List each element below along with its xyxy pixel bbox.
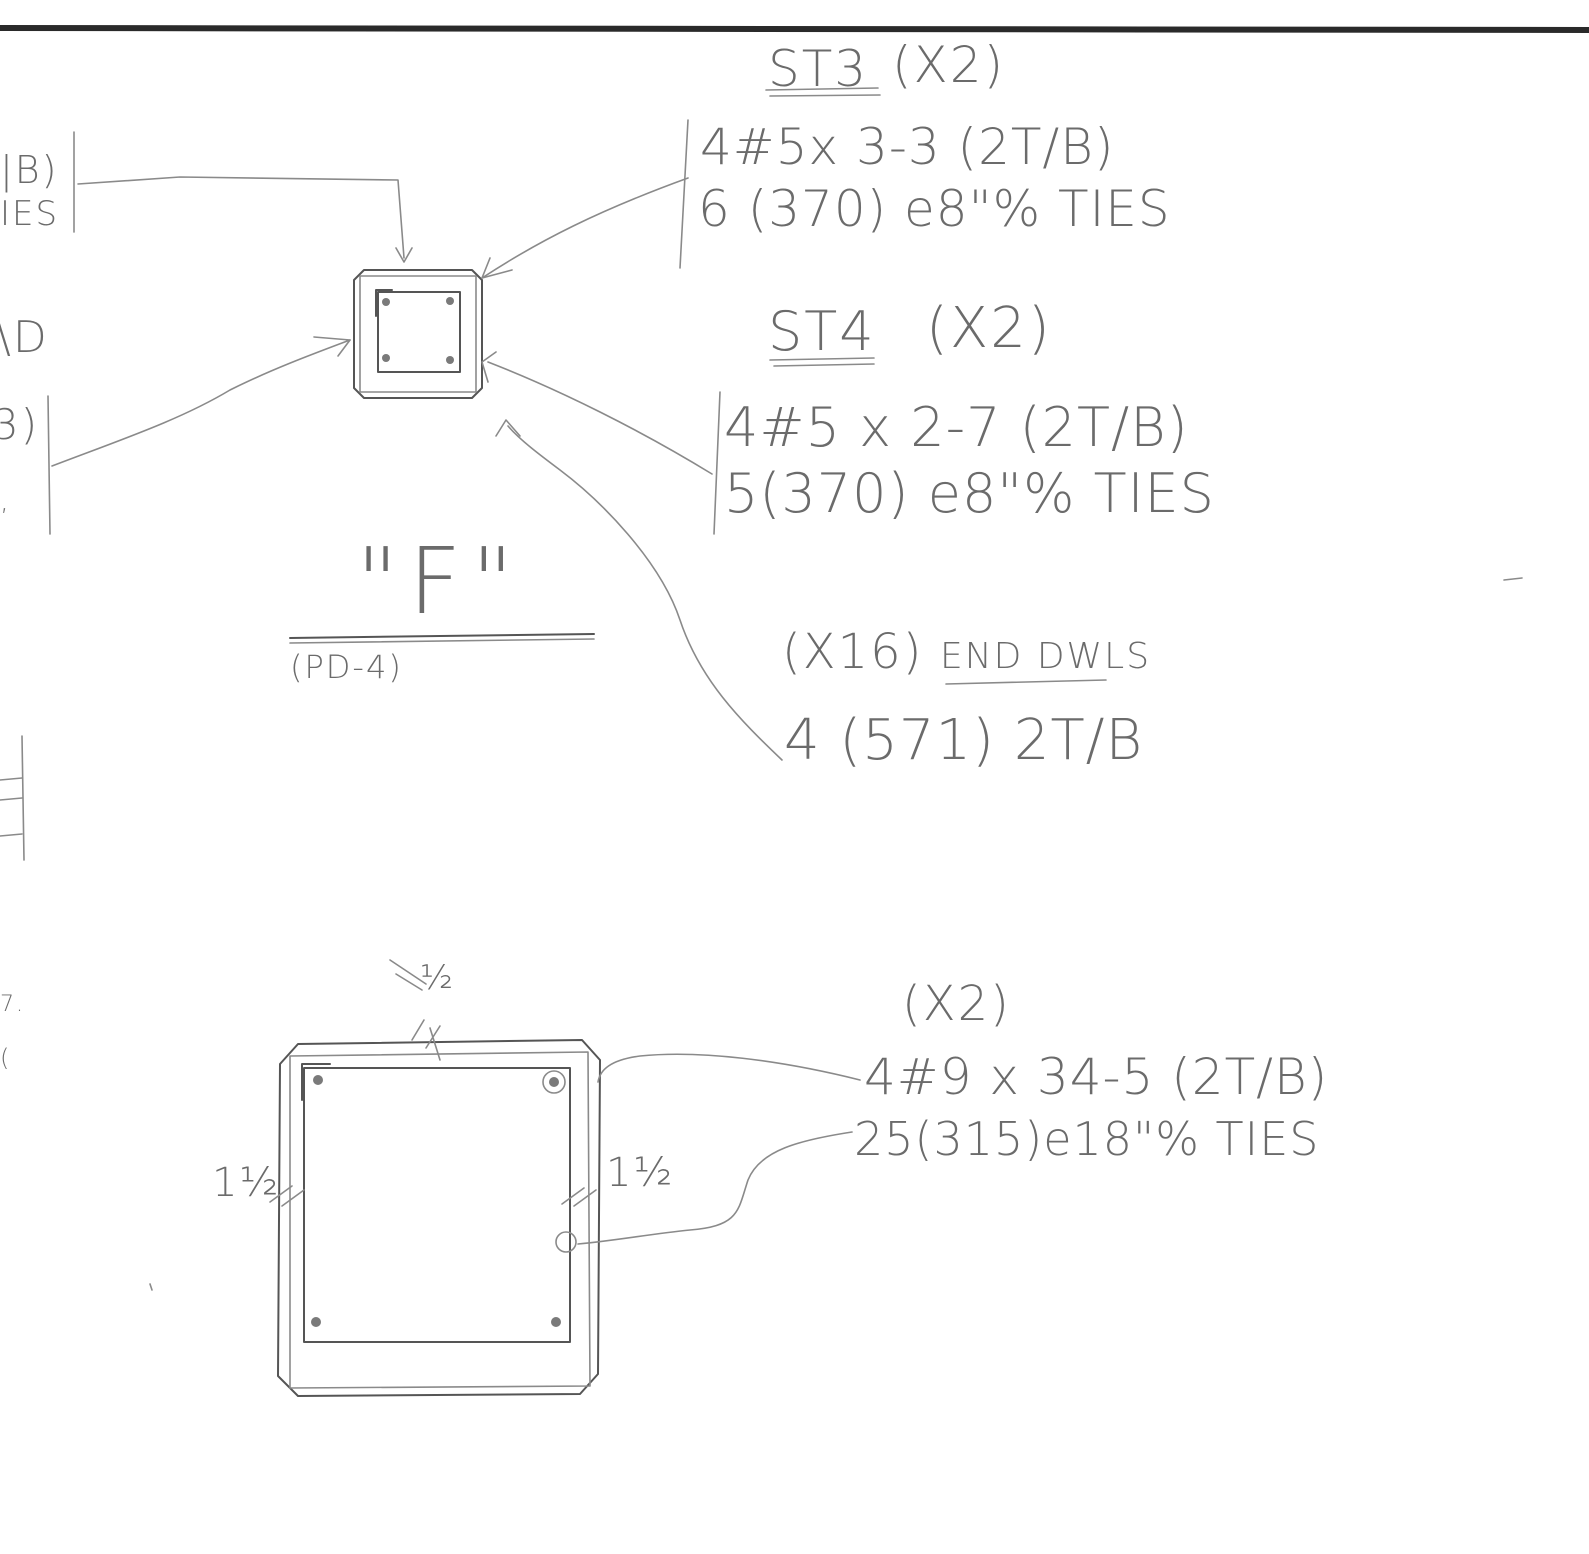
leader-large-line1 (597, 1053, 861, 1083)
st3-label: ST3 (768, 40, 869, 98)
left-fragment-6: 7. (0, 992, 25, 1017)
leader-st4 (487, 361, 713, 475)
sheet-border-top (0, 25, 1589, 33)
dim-top-ticks (411, 1019, 441, 1061)
st4-qty: (X2) (926, 296, 1052, 361)
leader-st4-arrowhead (481, 351, 497, 383)
detail-f-title: "F" (356, 528, 524, 635)
st3-qty: (X2) (892, 36, 1006, 94)
end-dwls-line1: 4 (571) 2T/B (784, 708, 1144, 773)
st3-bracket (679, 119, 689, 269)
detail-f-underline-2 (289, 638, 595, 644)
north-arrow (389, 959, 427, 991)
leader-large-line2 (577, 1131, 853, 1245)
large-section (277, 1039, 601, 1397)
leader-st3-arrowhead (481, 257, 513, 279)
left-bracket-3 (21, 735, 25, 861)
left-fragment-2: IES (0, 194, 60, 234)
stray-mark (149, 1283, 153, 1291)
st3-underline (765, 87, 881, 97)
large-section-line1: 4#9 x 34-5 (2T/B) (864, 1048, 1329, 1106)
small-section (353, 269, 483, 399)
leader-st-left-mid (51, 339, 351, 467)
leader-st-left-top (77, 176, 405, 259)
st3-line1: 4#5x 3-3 (2T/B) (700, 118, 1115, 176)
dim-left-label: 1½ (212, 1160, 281, 1206)
dim-top-label: ½ (420, 958, 455, 998)
st4-label: ST4 (768, 300, 876, 363)
detail-f-sheet-ref: (PD-4) (290, 648, 403, 686)
leader-arrowhead-top (395, 247, 413, 263)
dim-right-ticks (561, 1187, 597, 1207)
leader-st3 (481, 177, 689, 279)
stray-mark-2 (1503, 577, 1523, 581)
left-fragment-4: 3) (0, 400, 40, 449)
left-bracket-2 (47, 395, 51, 535)
left-hash-mark (0, 777, 23, 837)
end-dwls-underline (945, 679, 1107, 685)
leader-arrowhead-left (313, 336, 351, 357)
left-fragment-5: , (0, 484, 11, 517)
detail-f-underline (289, 633, 595, 639)
leader-end-dowels (507, 425, 783, 761)
st4-bracket (713, 391, 721, 535)
end-dwls-qty: (X16) (782, 624, 924, 680)
st3-line2: 6 (370) e8"% TIES (698, 180, 1171, 238)
large-section-qty: (X2) (902, 976, 1011, 1032)
end-dwls-label: END DWLS (940, 636, 1152, 677)
st4-line2: 5(370) e8"% TIES (724, 462, 1215, 525)
dim-right-label: 1½ (606, 1150, 675, 1196)
dim-left-ticks (269, 1185, 305, 1207)
left-fragment-7: ( (0, 1044, 12, 1072)
leader-end-dowels-arrowhead (495, 419, 521, 437)
left-fragment-1: |B) (0, 148, 59, 192)
st4-line1: 4#5 x 2-7 (2T/B) (724, 396, 1189, 459)
large-section-line2: 25(315)e18"% TIES (854, 1112, 1320, 1166)
st4-underline (769, 357, 875, 367)
left-fragment-3: \D (0, 312, 49, 363)
